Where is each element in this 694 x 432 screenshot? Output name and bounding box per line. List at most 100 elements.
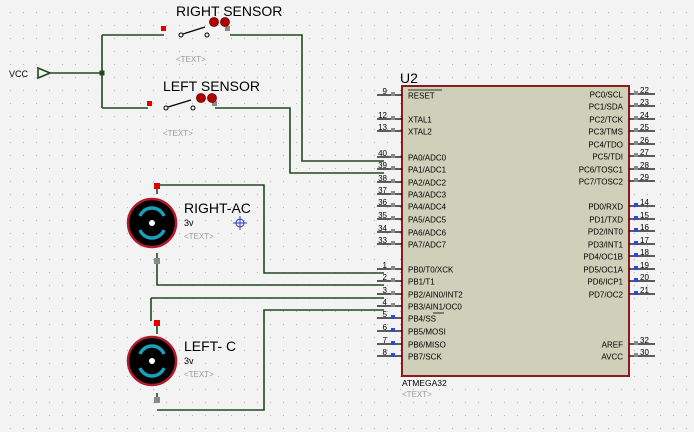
right-motor[interactable]: RIGHT-AC 3v <TEXT> <box>126 183 251 264</box>
pin-marker <box>634 341 638 345</box>
pin-number: 7 <box>383 336 388 345</box>
pin-marker <box>634 241 638 245</box>
switch-contact-icon <box>178 32 184 38</box>
pin-marker-red <box>154 183 160 189</box>
pin-marker <box>634 266 638 270</box>
pin-name: PB3/AIN1/OC0 <box>408 303 462 312</box>
pin-name: AREF <box>602 341 623 350</box>
crosshair-icon <box>233 216 247 230</box>
toggle-button-icon[interactable] <box>220 17 230 27</box>
pin-name: PC3/TMS <box>588 128 623 137</box>
right-motor-voltage: 3v <box>184 218 194 228</box>
pin-number: 19 <box>640 261 649 270</box>
mcu-body[interactable] <box>401 85 630 377</box>
pin-name: PB2/AIN0/INT2 <box>408 291 463 300</box>
left-motor-label: LEFT- C <box>184 338 236 354</box>
toggle-button-icon[interactable] <box>196 93 206 103</box>
pin-marker <box>391 128 395 132</box>
pin-number: 1 <box>383 261 388 270</box>
pin-name: PD3/INT1 <box>588 241 624 250</box>
pin-name: PA4/ADC4 <box>408 203 447 212</box>
left-motor-text-placeholder: <TEXT> <box>184 370 214 379</box>
pin-name: PD4/OC1B <box>583 253 623 262</box>
right-motor-text-placeholder: <TEXT> <box>184 232 214 241</box>
toggle-button-icon[interactable] <box>209 17 219 27</box>
pin-marker-red <box>161 26 166 31</box>
left-sensor-text-placeholder: <TEXT> <box>163 129 193 138</box>
right-sensor[interactable]: RIGHT SENSOR <TEXT> <box>161 3 282 64</box>
pin-marker <box>391 229 395 233</box>
pin-marker <box>634 203 638 207</box>
pin-name: PA6/ADC6 <box>408 229 447 238</box>
pin-number: 24 <box>640 111 649 120</box>
pin-number: 14 <box>640 198 649 207</box>
pin-marker <box>634 153 638 157</box>
wire-right-motor-pb1 <box>156 262 384 286</box>
pin-number: 5 <box>383 310 388 319</box>
pin-number: 27 <box>640 148 649 157</box>
motor-rotor-icon <box>138 229 166 240</box>
left-motor[interactable]: LEFT- C 3v <TEXT> <box>126 320 236 403</box>
wire-right-motor-pb0 <box>157 184 384 274</box>
pin-number: 35 <box>378 211 387 220</box>
left-sensor[interactable]: LEFT SENSOR <TEXT> <box>147 78 260 138</box>
vcc-terminal[interactable]: VCC <box>9 66 53 80</box>
mcu-ref-label: U2 <box>400 70 418 86</box>
pin-number: 26 <box>640 136 649 145</box>
motor-rotor-icon <box>138 206 166 217</box>
pin-marker <box>391 303 395 307</box>
switch-contact-icon <box>163 105 169 111</box>
switch-contact-icon <box>204 32 210 38</box>
pin-marker <box>634 228 638 232</box>
pin-marker <box>391 291 395 295</box>
pin-number: 36 <box>378 198 387 207</box>
pin-name: PA0/ADC0 <box>408 154 447 163</box>
pin-name: PD6/ICP1 <box>587 278 623 287</box>
pin-name: XTAL2 <box>408 128 432 137</box>
pin-number: 9 <box>383 87 388 96</box>
pin-marker <box>634 103 638 107</box>
toggle-button-icon[interactable] <box>207 93 217 103</box>
pin-marker <box>391 116 395 120</box>
pin-marker-grey <box>225 26 230 31</box>
